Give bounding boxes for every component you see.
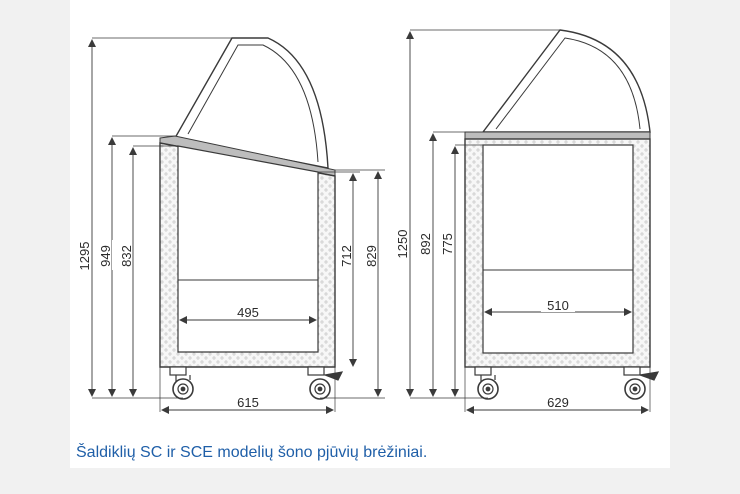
- left-drawing: [88, 37, 385, 414]
- left-dim-total-width: 615: [237, 395, 259, 410]
- right-dimension-lines: [406, 29, 651, 414]
- right-inner-cavity: [482, 144, 634, 354]
- left-dim-total-height: 1295: [77, 242, 92, 271]
- left-dim-inner-width: 495: [237, 305, 259, 320]
- left-dim-cabinet-height: 949: [98, 245, 113, 267]
- right-dim-inner-width: 510: [547, 298, 569, 313]
- left-dim-outer-height-right: 829: [364, 245, 379, 267]
- right-drawing: [406, 29, 660, 414]
- figure-caption: Šaldiklių SC ir SCE modelių šono pjūvių …: [76, 444, 428, 461]
- left-canopy: [173, 37, 329, 169]
- right-dim-cabinet-height: 892: [418, 233, 433, 255]
- left-inner-cavity: [177, 145, 319, 353]
- right-caster-rear: [623, 366, 660, 400]
- right-caster-front: [474, 366, 499, 400]
- right-canopy: [481, 29, 651, 133]
- right-lid: [464, 131, 651, 140]
- left-dim-inner-height-right: 712: [339, 245, 354, 267]
- left-dim-inner-height-left: 832: [119, 245, 134, 267]
- right-dim-inner-height: 775: [440, 233, 455, 255]
- left-caster-front: [169, 366, 194, 400]
- right-dim-total-height: 1250: [395, 230, 410, 259]
- right-dim-total-width: 629: [547, 395, 569, 410]
- left-caster-rear: [307, 366, 344, 400]
